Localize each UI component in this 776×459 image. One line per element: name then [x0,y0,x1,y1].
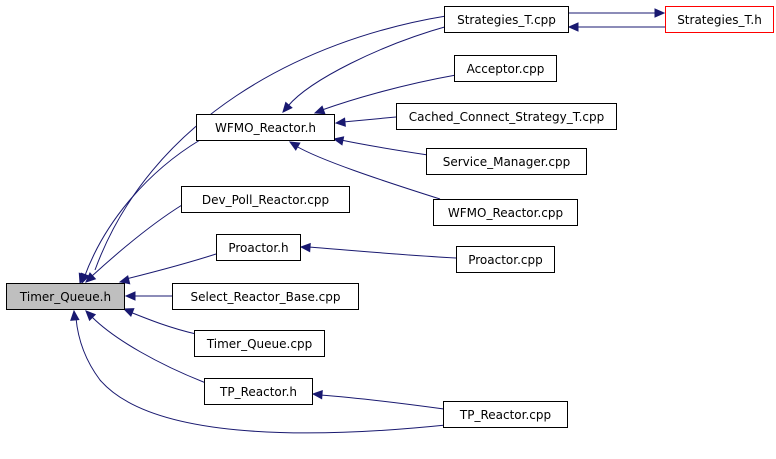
node-strategies-t-cpp[interactable]: Strategies_T.cpp [444,6,569,33]
arrowhead-icon [118,275,131,285]
arrowhead-icon [332,136,345,146]
node-box [194,330,325,357]
node-box [454,55,557,82]
node-box [181,186,350,213]
node-box [426,148,587,175]
edge-line [307,246,457,259]
edge-line [295,145,441,200]
arrowhead-icon [282,101,293,113]
edge-dev_poll_reactor_cpp-to-timer_queue_h [85,204,183,283]
node-label: Timer_Queue.cpp [206,337,312,351]
node-label: Dev_Poll_Reactor.cpp [202,193,329,207]
arrowhead-icon [70,309,80,321]
arrowhead-icon [313,105,326,115]
node-box [665,6,774,33]
edge-strategies_t_cpp-to-strategies_t_h [568,8,666,18]
node-timer-queue-cpp[interactable]: Timer_Queue.cpp [194,330,325,357]
node-tp-reactor-cpp[interactable]: TP_Reactor.cpp [443,401,568,428]
edge-tp_reactor_cpp-to-tp_reactor_h [311,389,445,410]
arrowhead-icon [334,117,346,127]
node-dev-poll-reactor-cpp[interactable]: Dev_Poll_Reactor.cpp [181,186,350,213]
edge-strategies_t_cpp-to-wfmo_reactor_h [282,25,449,113]
node-box [433,199,578,226]
node-label: Timer_Queue.h [19,290,111,304]
arrowhead-icon [122,308,135,317]
edge-timer_queue_cpp-to-timer_queue_h [122,308,197,335]
node-box [443,401,568,428]
edges-layer [70,8,666,434]
node-label: WFMO_Reactor.cpp [448,206,563,220]
node-strategies-t-h[interactable]: Strategies_T.h [665,6,774,33]
node-box [444,6,569,33]
edge-cached_connect_strategy_t_cpp-to-wfmo_reactor_h [334,116,397,127]
edge-line [125,253,217,280]
node-proactor-h[interactable]: Proactor.h [216,234,301,261]
node-wfmo-reactor-cpp[interactable]: WFMO_Reactor.cpp [433,199,578,226]
edge-service_manager_cpp-to-wfmo_reactor_h [332,136,429,156]
edge-line [342,116,397,123]
edge-line [319,394,445,410]
edge-line [129,311,197,335]
edge-tp_reactor_h-to-timer_queue_h [85,310,207,384]
node-select-reactor-base-cpp[interactable]: Select_Reactor_Base.cpp [172,283,359,310]
edge-line [91,316,207,384]
node-box [204,378,313,405]
node-label: TP_Reactor.h [219,385,297,399]
edge-line [321,74,457,111]
arrowhead-icon [288,141,301,151]
node-label: Proactor.h [228,241,288,255]
node-label: Select_Reactor_Base.cpp [191,290,341,304]
node-label: Strategies_T.cpp [457,13,556,27]
edge-line [91,204,183,277]
node-timer-queue-h: Timer_Queue.h [6,283,125,310]
edge-line [340,139,429,156]
arrowhead-icon [567,22,579,32]
edge-strategies_t_h-to-strategies_t_cpp [567,22,665,32]
arrowhead-icon [299,242,311,253]
arrowhead-icon [654,8,666,18]
edge-tp_reactor_cpp-to-timer_queue_h [70,309,447,434]
edge-line [94,15,447,271]
node-box [456,246,555,273]
edge-proactor_cpp-to-proactor_h [299,242,457,259]
node-label: Cached_Connect_Strategy_T.cpp [409,110,605,124]
arrowhead-icon [85,310,97,322]
edge-line [75,317,447,434]
nodes-layer: Timer_Queue.h WFMO_Reactor.hDev_Poll_Reac… [6,6,774,428]
node-proactor-cpp[interactable]: Proactor.cpp [456,246,555,273]
edge-wfmo_reactor_cpp-to-wfmo_reactor_h [288,141,441,200]
node-box [216,234,301,261]
node-service-manager-cpp[interactable]: Service_Manager.cpp [426,148,587,175]
node-label: Service_Manager.cpp [443,155,571,169]
arrowhead-icon [124,291,136,301]
node-box [172,283,359,310]
node-label: Proactor.cpp [468,253,543,267]
edge-strategies_t_cpp-to-timer_queue_h [80,15,447,285]
node-box [196,114,335,141]
arrowhead-icon [311,389,323,400]
edge-acceptor_cpp-to-wfmo_reactor_h [313,74,457,115]
node-wfmo-reactor-h[interactable]: WFMO_Reactor.h [196,114,335,141]
node-cached-connect-strategy-t-cpp[interactable]: Cached_Connect_Strategy_T.cpp [396,103,617,130]
node-box [396,103,617,130]
node-tp-reactor-h[interactable]: TP_Reactor.h [204,378,313,405]
node-box [6,283,125,310]
edge-select_reactor_base_cpp-to-timer_queue_h [124,291,172,301]
node-label: TP_Reactor.cpp [459,408,551,422]
node-label: Strategies_T.h [677,13,762,27]
node-label: WFMO_Reactor.h [215,121,316,135]
node-label: Acceptor.cpp [467,62,545,76]
edge-proactor_h-to-timer_queue_h [118,253,217,285]
arrowhead-icon [80,272,90,285]
edge-line [287,25,449,107]
node-acceptor-cpp[interactable]: Acceptor.cpp [454,55,557,82]
